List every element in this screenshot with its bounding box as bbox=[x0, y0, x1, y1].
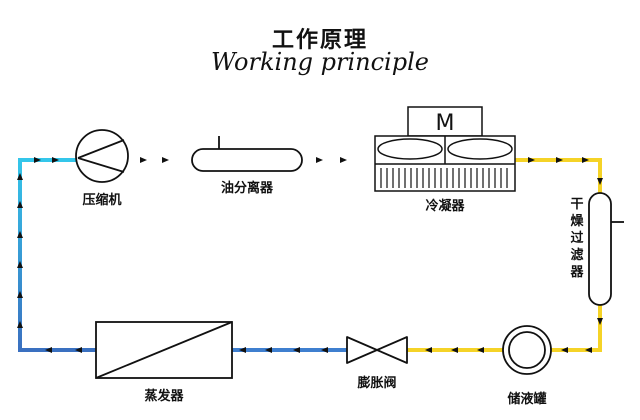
flow-arrow bbox=[293, 347, 300, 353]
flow-arrow bbox=[561, 347, 568, 353]
flow-arrow bbox=[17, 173, 23, 180]
flow-arrow bbox=[597, 178, 603, 185]
compressor-symbol bbox=[75, 129, 129, 183]
flow-arrows bbox=[17, 157, 603, 353]
page-subtitle: Working principle bbox=[211, 48, 429, 76]
receiver-inner bbox=[508, 331, 546, 369]
receiver-symbol bbox=[502, 325, 552, 375]
condenser-fan-blade bbox=[447, 138, 513, 160]
flow-arrow bbox=[265, 347, 272, 353]
condenser-fan-blade bbox=[377, 138, 443, 160]
flow-arrow bbox=[17, 201, 23, 208]
receiver-label: 储液罐 bbox=[506, 391, 546, 407]
condenser-symbol bbox=[374, 106, 516, 192]
dryer-filter-body bbox=[588, 192, 612, 306]
evaporator-label: 蒸发器 bbox=[144, 388, 184, 404]
flow-arrow bbox=[52, 157, 59, 163]
flow-arrow bbox=[316, 157, 323, 163]
pipe-dryer-out bbox=[549, 303, 602, 352]
flow-arrow bbox=[451, 347, 458, 353]
flow-arrow bbox=[585, 347, 592, 353]
flow-arrow bbox=[582, 157, 589, 163]
flow-arrow bbox=[597, 318, 603, 325]
flow-arrow bbox=[321, 347, 328, 353]
condenser-label: 冷凝器 bbox=[425, 198, 465, 214]
dryer-filter-symbol bbox=[588, 192, 624, 306]
flow-arrow bbox=[34, 157, 41, 163]
flow-arrow bbox=[425, 347, 432, 353]
evaporator-diagonal bbox=[95, 321, 233, 379]
flow-arrow bbox=[140, 157, 147, 163]
flow-arrow bbox=[17, 321, 23, 328]
expansion-valve-right bbox=[376, 336, 408, 364]
flow-arrow bbox=[17, 231, 23, 238]
page-title: 工作原理 bbox=[271, 28, 368, 53]
pipe-condenser-out bbox=[513, 158, 602, 195]
flow-arrow bbox=[556, 157, 563, 163]
expansion-valve-left bbox=[346, 336, 378, 364]
expansion-valve-symbol bbox=[346, 336, 408, 364]
oil-separator-symbol bbox=[191, 136, 303, 172]
flow-arrow bbox=[477, 347, 484, 353]
compressor-label: 压缩机 bbox=[82, 192, 121, 208]
flow-arrow bbox=[528, 157, 535, 163]
flow-arrow bbox=[239, 347, 246, 353]
oil-separator-body bbox=[191, 148, 303, 172]
condenser-fins bbox=[380, 168, 508, 188]
flow-arrow bbox=[17, 261, 23, 268]
oil-separator-label: 油分离器 bbox=[221, 180, 274, 196]
flow-arrow bbox=[75, 347, 82, 353]
pipe-evaporator-out bbox=[18, 158, 98, 352]
evaporator-symbol bbox=[95, 321, 233, 379]
flow-arrow bbox=[17, 291, 23, 298]
dryer-filter-label: 干燥过滤器 bbox=[569, 197, 584, 280]
expansion-valve-label: 膨胀阀 bbox=[356, 375, 396, 391]
compressor-wedge bbox=[77, 139, 125, 173]
condenser-motor-label: M bbox=[436, 111, 455, 136]
flow-arrow bbox=[162, 157, 169, 163]
flow-arrow bbox=[340, 157, 347, 163]
flow-arrow bbox=[45, 347, 52, 353]
